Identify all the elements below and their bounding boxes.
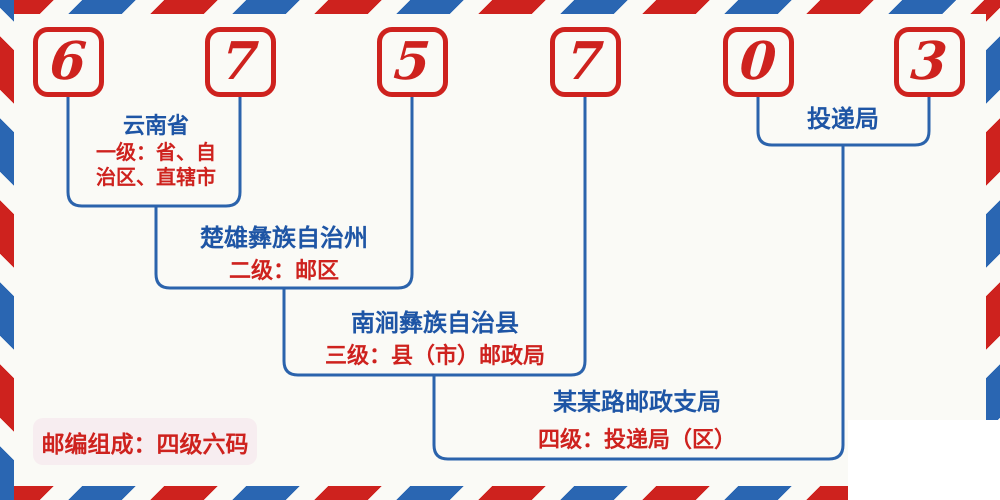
composition-badge-text: 邮编组成：四级六码 — [41, 430, 249, 457]
digit-box-4: 7 — [550, 27, 621, 97]
digit-4: 7 — [565, 31, 606, 92]
level-3-desc: 三级：县（市）邮政局 — [324, 343, 546, 369]
airmail-border-top — [0, 0, 1000, 14]
level-2-name: 楚雄彝族自治州 — [200, 225, 368, 252]
digit-box-6: 3 — [894, 27, 965, 97]
digit-6: 3 — [909, 31, 950, 92]
airmail-border-left — [0, 0, 14, 500]
level-2-desc: 二级：邮区 — [228, 258, 339, 284]
level-4-desc: 四级：投递局（区） — [537, 427, 737, 453]
label-level-1: 云南省 一级：省、自治区、直辖市 — [88, 113, 224, 191]
digit-3: 5 — [392, 31, 433, 92]
level-4-name: 某某路邮政支局 — [552, 389, 721, 416]
digit-box-5: 0 — [723, 27, 794, 97]
level-1-desc: 一级：省、自治区、直辖市 — [96, 142, 216, 190]
digit-box-3: 5 — [377, 27, 448, 97]
level-3-name: 南涧彝族自治县 — [350, 310, 519, 337]
composition-badge: 邮编组成：四级六码 — [33, 418, 257, 465]
airmail-border-right — [986, 0, 1000, 500]
digit-box-1: 6 — [33, 27, 104, 97]
delivery-office-name: 投递局 — [807, 106, 879, 133]
label-level-2: 楚雄彝族自治州 二级：邮区 — [200, 225, 368, 285]
digit-1: 6 — [48, 31, 89, 92]
airmail-border-bottom — [0, 486, 1000, 500]
corner-cover — [848, 420, 1000, 500]
label-level-3: 南涧彝族自治县 三级：县（市）邮政局 — [324, 310, 546, 370]
digit-5: 0 — [738, 31, 779, 92]
level-1-name: 云南省 — [122, 113, 189, 138]
digit-2: 7 — [220, 31, 261, 92]
label-delivery-office: 投递局 — [807, 106, 879, 133]
label-level-4: 某某路邮政支局 四级：投递局（区） — [537, 389, 737, 454]
digit-box-2: 7 — [205, 27, 276, 97]
